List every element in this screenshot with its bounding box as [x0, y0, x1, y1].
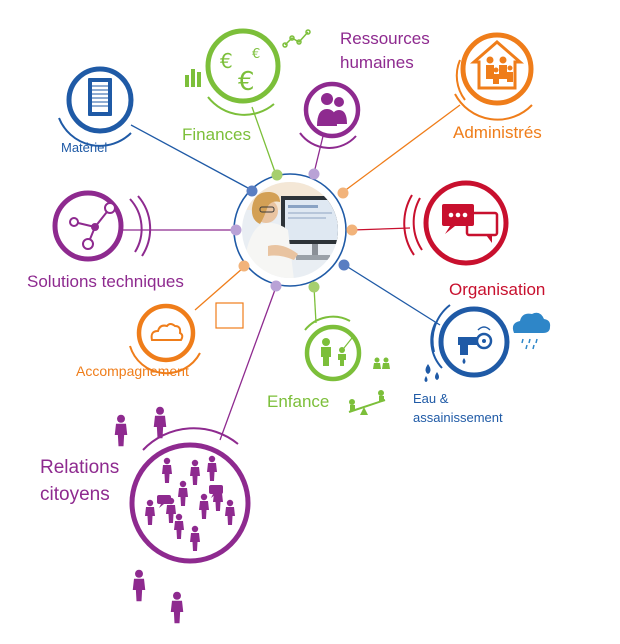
label-finances: Finances	[182, 125, 251, 144]
label-relations-line2: citoyens	[40, 484, 110, 505]
node-solutions[interactable]	[52, 190, 152, 262]
line-eau	[342, 263, 441, 326]
line-enfance	[313, 286, 317, 324]
people-icon	[317, 93, 347, 126]
hub-dot	[238, 260, 250, 272]
hub-dot	[337, 187, 349, 199]
hub-dot	[308, 281, 320, 293]
label-administres: Administrés	[453, 123, 542, 142]
hub-dot	[270, 280, 282, 292]
label-accompagnement: Accompagnement	[76, 363, 189, 379]
hub-dot	[271, 169, 283, 181]
label-relations-line1: Relations	[40, 457, 120, 478]
network-icon	[69, 202, 116, 250]
line-administres	[342, 104, 461, 193]
svg-text:€: €	[220, 49, 233, 73]
label-eau-line2: assainissement	[413, 410, 503, 425]
line-relations	[219, 286, 277, 441]
node-relations[interactable]	[114, 406, 251, 624]
chat-icon	[442, 204, 499, 243]
label-organisation: Organisation	[449, 280, 546, 299]
hub-dot	[308, 168, 320, 180]
seesaw-icon	[348, 390, 386, 415]
node-enfance[interactable]	[304, 315, 390, 415]
hub-dot	[230, 224, 242, 236]
line-organisation	[351, 227, 411, 231]
family-house-icon	[469, 40, 525, 90]
hub-dot	[246, 185, 258, 197]
cloud-icon	[150, 323, 184, 341]
svg-text:€: €	[252, 47, 260, 62]
center-hub	[230, 168, 358, 293]
node-organisation[interactable]	[403, 180, 509, 266]
node-eau[interactable]	[424, 304, 551, 382]
hub-dots	[230, 168, 358, 293]
bar-chart-icon	[185, 69, 201, 87]
line-accompagnement	[194, 267, 244, 311]
label-rh-line1: Ressources	[340, 29, 430, 48]
water-drops-icon	[424, 364, 439, 382]
line-graph-icon	[282, 29, 311, 48]
hub-dot	[338, 259, 350, 271]
water-tap-icon	[458, 326, 493, 364]
node-materiel[interactable]	[58, 66, 134, 147]
line-finances	[251, 106, 276, 173]
label-eau-line1: Eau &	[413, 391, 449, 406]
rain-cloud-icon	[512, 312, 551, 350]
label-solutions: Solutions techniques	[27, 272, 184, 291]
server-icon	[88, 78, 112, 116]
connector-lines	[120, 104, 461, 441]
node-rh[interactable]	[299, 81, 361, 149]
hub-dot	[346, 224, 358, 236]
label-materiel: Matériel	[61, 140, 108, 155]
node-administres[interactable]	[454, 32, 534, 121]
kids-icon	[373, 357, 390, 369]
svg-text:€: €	[238, 67, 255, 97]
doc-outline-icon	[215, 302, 244, 329]
line-materiel	[130, 124, 249, 189]
node-finances[interactable]: € € €	[185, 28, 311, 116]
label-rh-line2: humaines	[340, 53, 414, 72]
label-enfance: Enfance	[267, 392, 330, 411]
person-at-computer-photo	[242, 182, 338, 278]
child-icon	[321, 337, 353, 366]
node-accompagnement[interactable]	[129, 302, 244, 375]
euro-icon: € € €	[220, 47, 260, 97]
